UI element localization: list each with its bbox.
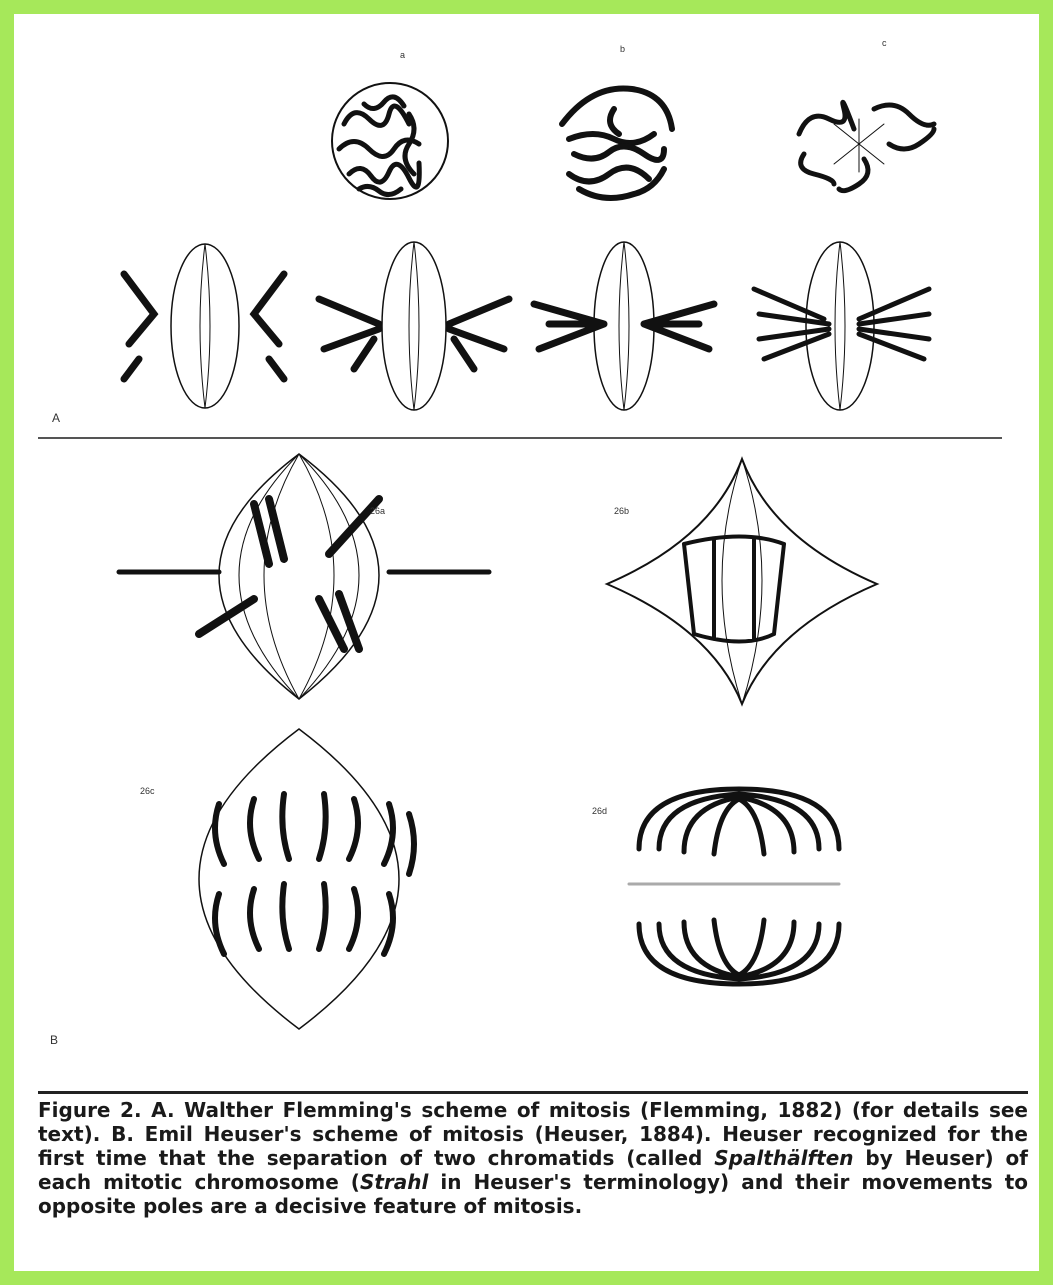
svg-text:b: b bbox=[620, 44, 625, 54]
spindle-f bbox=[534, 242, 714, 410]
svg-text:26d: 26d bbox=[592, 806, 607, 816]
heuser-diagram-26b bbox=[607, 459, 877, 704]
panel-b-label: B bbox=[50, 1033, 58, 1047]
caption-term-spalthalften: Spalthälften bbox=[714, 1146, 853, 1170]
mitosis-figure: a b c bbox=[14, 14, 1039, 1089]
panel-a-label: A bbox=[52, 411, 60, 425]
svg-text:26b: 26b bbox=[614, 506, 629, 516]
nucleus-a bbox=[332, 83, 448, 199]
spindle-e bbox=[319, 242, 509, 410]
nucleus-b bbox=[562, 88, 672, 198]
spindle-d bbox=[124, 244, 284, 408]
heuser-diagram-26a bbox=[119, 454, 489, 699]
page: a b c bbox=[14, 14, 1039, 1271]
nucleus-c bbox=[799, 102, 934, 190]
figure-caption: Figure 2. A. Walther Flemming's scheme o… bbox=[38, 1098, 1028, 1218]
heuser-diagram-26d bbox=[629, 789, 839, 984]
caption-term-strahl: Strahl bbox=[360, 1170, 428, 1194]
spindle-g bbox=[754, 242, 929, 410]
svg-text:a: a bbox=[400, 50, 405, 60]
svg-text:26a: 26a bbox=[370, 506, 385, 516]
svg-text:c: c bbox=[882, 38, 887, 48]
heuser-diagram-26c bbox=[199, 729, 414, 1029]
svg-text:26c: 26c bbox=[140, 786, 155, 796]
caption-rule bbox=[38, 1091, 1028, 1094]
figure-illustration: a b c bbox=[14, 14, 1039, 1089]
